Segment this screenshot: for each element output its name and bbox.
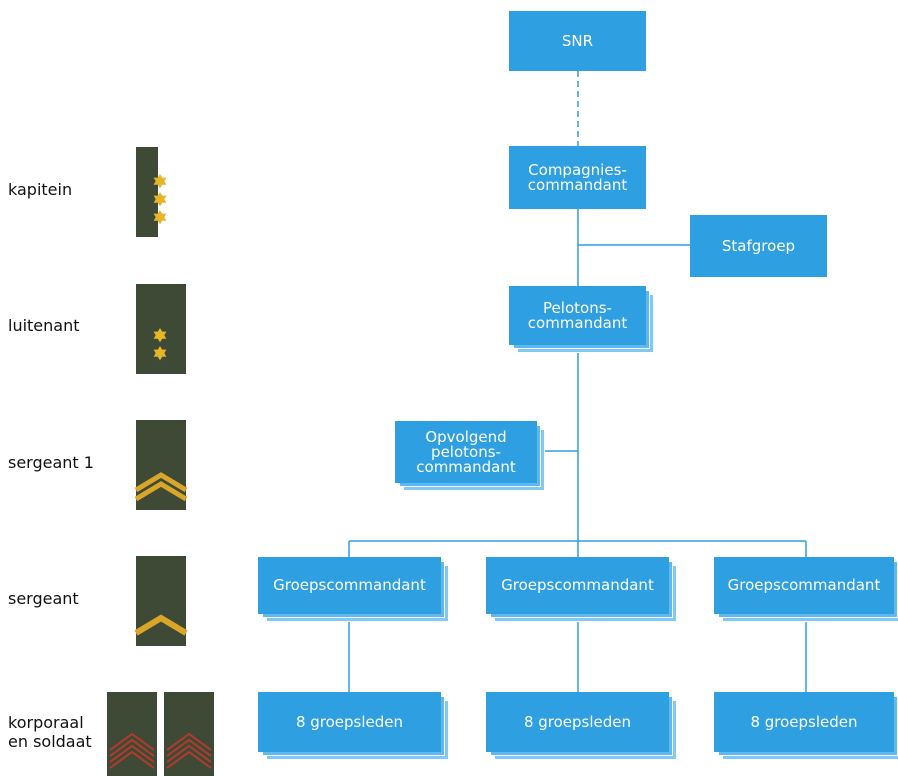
chevron-icon: [134, 614, 188, 636]
node-opvolgend-pelotonscommandant: Opvolgend pelotons- commandant: [395, 421, 537, 483]
connectors: [348, 71, 807, 692]
rank-label-sergeant: sergeant: [8, 589, 79, 608]
insignia-sergeant: [134, 556, 188, 646]
node-groepscommandant-2: Groepscommandant: [486, 557, 669, 614]
node-opvolgend-label: Opvolgend pelotons- commandant: [416, 427, 516, 476]
red-chevron-icon: [166, 732, 212, 751]
node-groepscommandant-2-label: Groepscommandant: [501, 576, 654, 594]
node-snr: SNR: [509, 11, 646, 71]
star-icon: [153, 192, 167, 207]
star-icon: [153, 174, 167, 189]
insignia-korporaal-soldaat: [107, 692, 214, 776]
node-snr-label: SNR: [561, 31, 594, 50]
rank-label-luitenant: luitenant: [8, 316, 80, 335]
chevron-icon: [134, 481, 188, 502]
node-groepsleden-2-label: 8 groepsleden: [523, 712, 632, 731]
rank-label-sergeant-1: sergeant 1: [8, 453, 94, 472]
star-icon: [153, 346, 167, 361]
node-stafgroep-label: Stafgroep: [721, 236, 796, 255]
rank-label-korporaal-soldaat: korporaal en soldaat: [8, 713, 92, 751]
node-pelotonscommandant-label: Pelotons- commandant: [527, 298, 628, 332]
node-groepscommandant-1: Groepscommandant: [258, 557, 441, 614]
red-chevron-icon: [109, 750, 155, 769]
chevron-icon: [134, 472, 188, 493]
rank-label-kapitein: kapitein: [8, 180, 73, 199]
node-compagniescommandant-label: Compagnies- commandant: [527, 160, 628, 194]
node-groepscommandant-3-label: Groepscommandant: [727, 576, 881, 594]
star-icon: [153, 210, 167, 225]
red-chevron-icon: [166, 738, 212, 757]
node-groepsleden-1-label: 8 groepsleden: [295, 712, 404, 731]
node-groepsleden-2: 8 groepsleden: [486, 692, 669, 752]
insignia-kapitein: [136, 147, 167, 237]
node-groepsleden-3: 8 groepsleden: [714, 692, 894, 752]
node-pelotonscommandant: Pelotons- commandant: [509, 286, 646, 345]
insignia-sergeant-1: [134, 420, 188, 510]
node-compagniescommandant: Compagnies- commandant: [509, 146, 646, 209]
red-chevron-icon: [109, 738, 155, 757]
red-chevron-icon: [166, 744, 212, 763]
red-chevron-icon: [166, 750, 212, 769]
insignia-luitenant: [136, 284, 186, 374]
node-groepscommandant-3: Groepscommandant: [714, 557, 894, 614]
node-groepsleden-1: 8 groepsleden: [258, 692, 441, 752]
star-icon: [153, 328, 167, 343]
node-groepscommandant-1-label: Groepscommandant: [273, 576, 426, 594]
node-stafgroep: Stafgroep: [690, 215, 827, 277]
red-chevron-icon: [109, 744, 155, 763]
node-groepsleden-3-label: 8 groepsleden: [750, 712, 858, 731]
red-chevron-icon: [109, 732, 155, 751]
